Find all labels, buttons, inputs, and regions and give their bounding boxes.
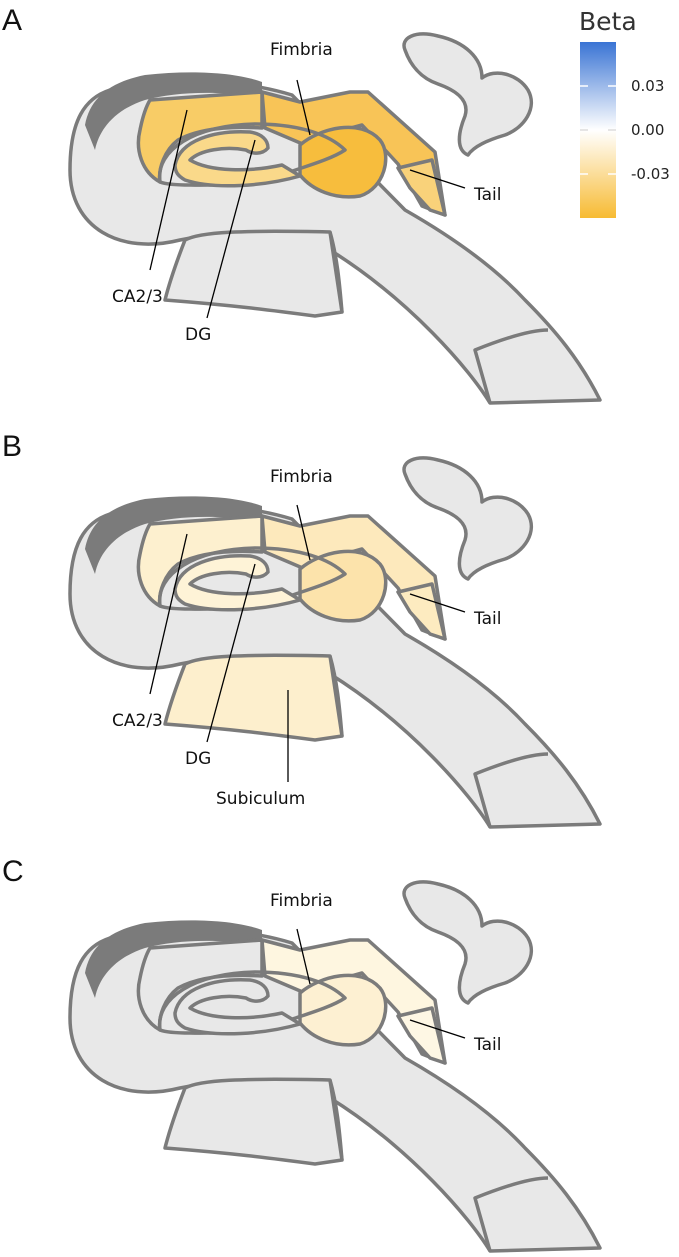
- panel-a: A Fimbria Tail CA2/3 DG: [2, 4, 602, 405]
- label-tail-a: Tail: [473, 185, 501, 205]
- hippocampus-map-b: [68, 456, 602, 829]
- panel-letter-c: C: [2, 855, 24, 888]
- region-tail: [396, 1006, 447, 1065]
- panel-letter-a: A: [2, 4, 22, 37]
- label-ca23-b: CA2/3: [112, 711, 163, 731]
- region-dg: [173, 554, 302, 612]
- panel-c: C Fimbria Tail: [2, 855, 602, 1253]
- region-blob: [298, 973, 388, 1047]
- label-ca23-a: CA2/3: [112, 287, 163, 307]
- region-dg: [173, 130, 302, 188]
- label-tail-c: Tail: [473, 1035, 501, 1055]
- region-subiculum: [163, 653, 344, 742]
- region-tail: [396, 158, 447, 217]
- label-subiculum-b: Subiculum: [216, 789, 305, 809]
- label-fimbria-b: Fimbria: [270, 467, 333, 487]
- region-blob: [298, 125, 388, 199]
- label-fimbria-c: Fimbria: [270, 891, 333, 911]
- panel-letter-b: B: [2, 430, 22, 463]
- legend-tick-zero: 0.00: [631, 121, 664, 139]
- legend-tick-high: 0.03: [631, 77, 664, 95]
- region-dg: [173, 978, 302, 1036]
- hippocampus-map-c: [68, 880, 602, 1253]
- label-dg-b: DG: [185, 749, 211, 769]
- region-subiculum: [163, 1077, 344, 1166]
- hippocampus-map-a: [68, 32, 602, 405]
- region-subiculum: [163, 229, 344, 318]
- legend-title: Beta: [579, 7, 637, 36]
- label-tail-b: Tail: [473, 609, 501, 629]
- legend-tick-low: -0.03: [631, 165, 670, 183]
- label-dg-a: DG: [185, 325, 211, 345]
- region-blob: [298, 549, 388, 623]
- panel-b: B Fimbria Tail CA2/3 DG: [2, 430, 602, 829]
- label-fimbria-a: Fimbria: [270, 40, 333, 60]
- region-tail: [396, 582, 447, 641]
